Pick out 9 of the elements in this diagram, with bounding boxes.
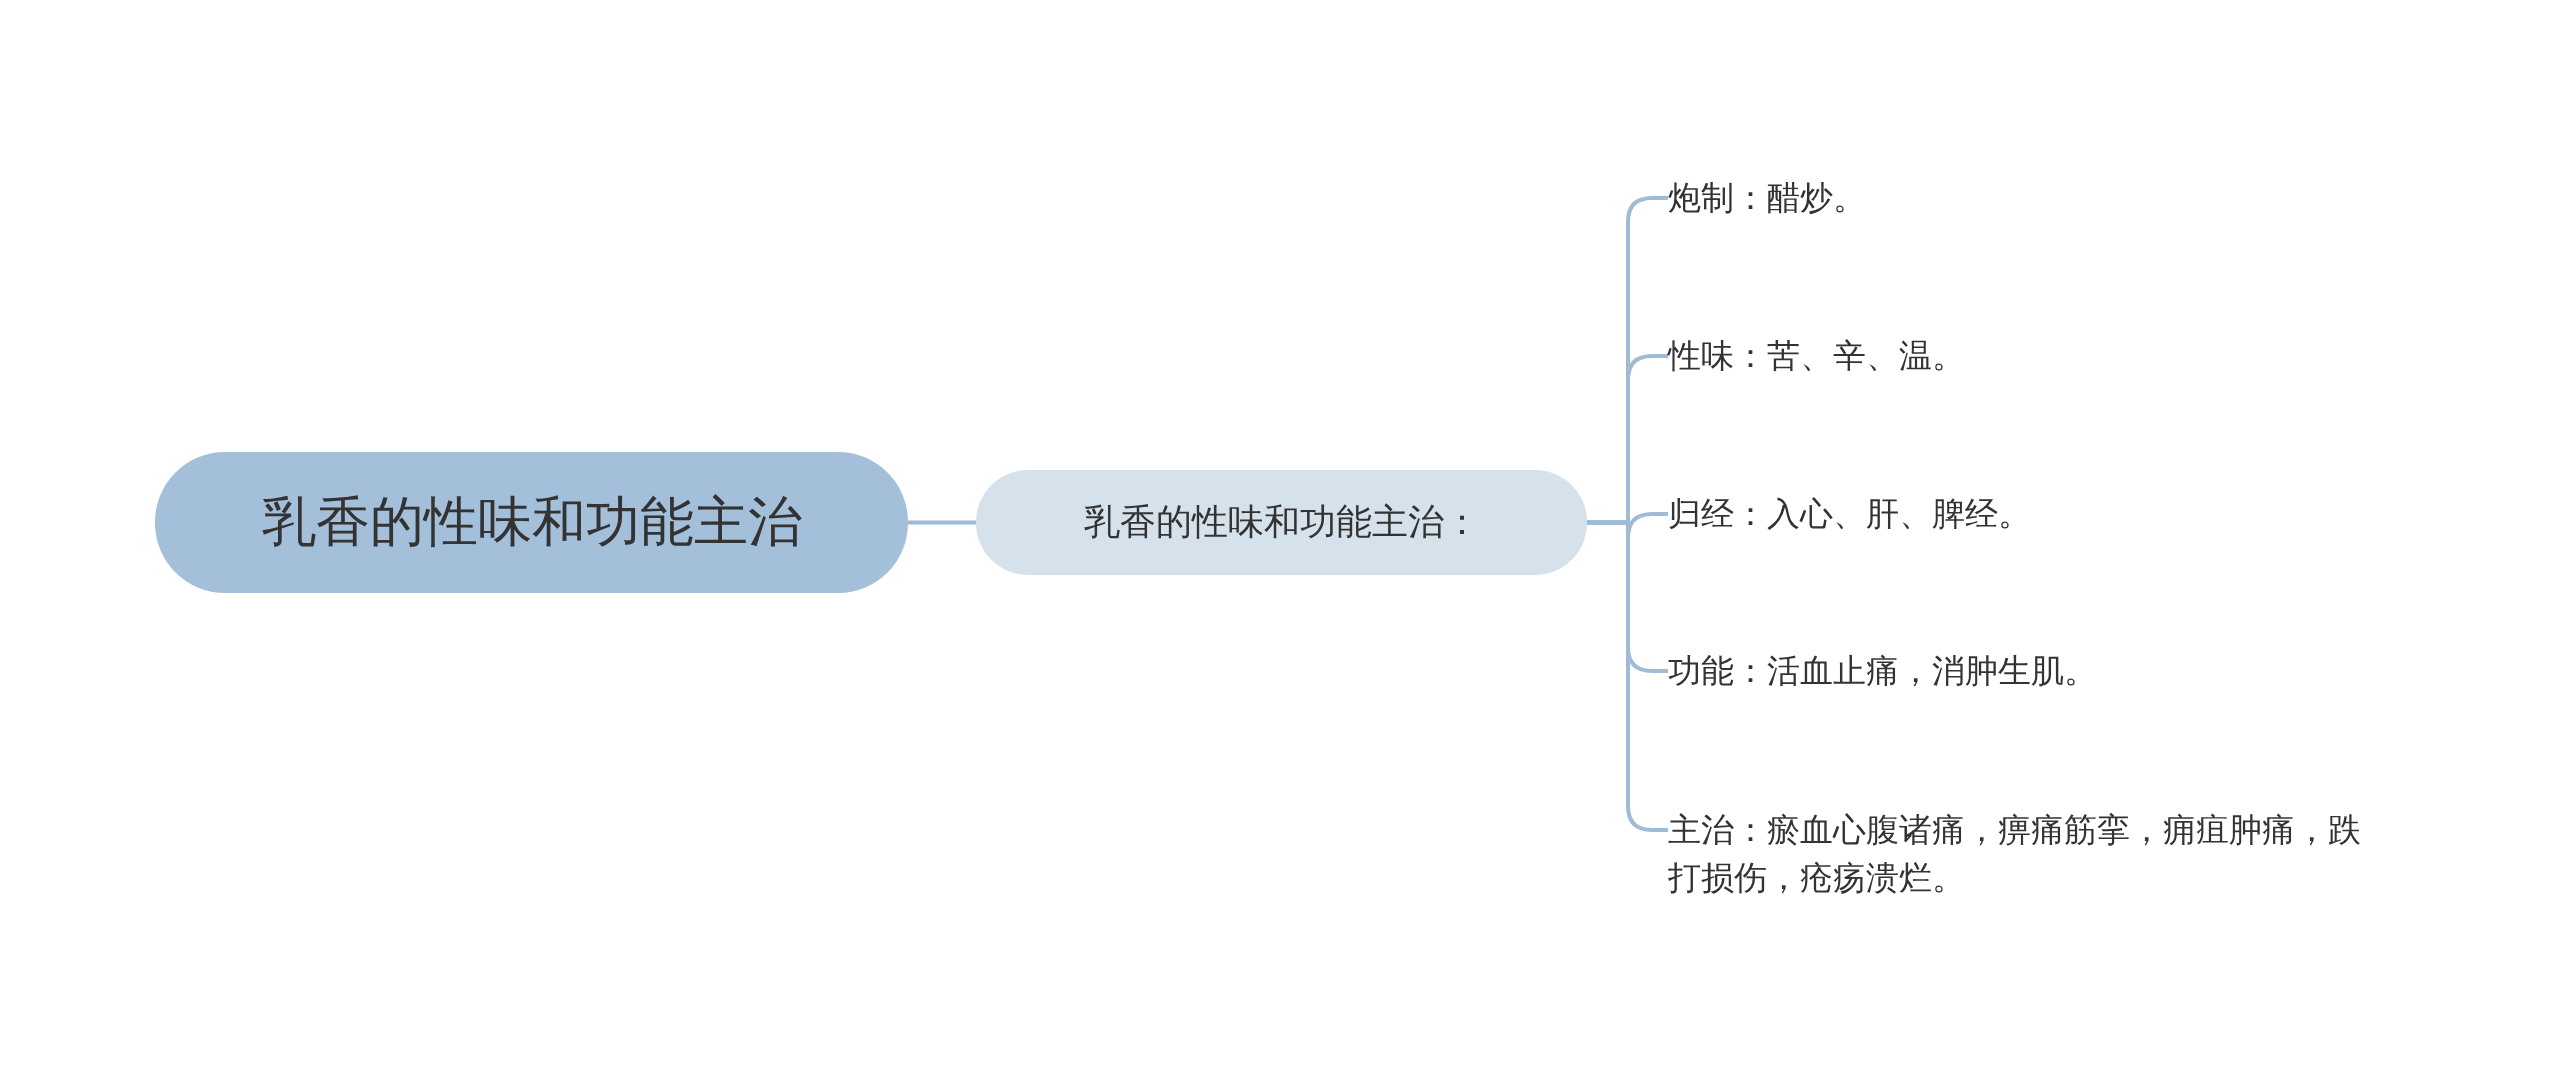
topic-text: 性味：苦、辛、温。	[1668, 335, 1965, 378]
topic-label: 乳香的性味和功能主治	[261, 489, 802, 555]
connector-line	[1587, 520, 1668, 832]
topic-label: 乳香的性味和功能主治：	[1083, 500, 1480, 544]
connector-line	[908, 520, 976, 525]
topic-text: 归经：入心、肝、脾经。	[1668, 493, 2031, 536]
topic-text: 主治：瘀血心腹诸痛，痹痛筋挛，痈疽肿痛，跌打损伤，疮疡溃烂。	[1668, 809, 2362, 899]
topic-text: 炮制：醋炒。	[1668, 177, 1866, 220]
topic-text: 功能：活血止痛，消肿生肌。	[1668, 650, 2097, 693]
